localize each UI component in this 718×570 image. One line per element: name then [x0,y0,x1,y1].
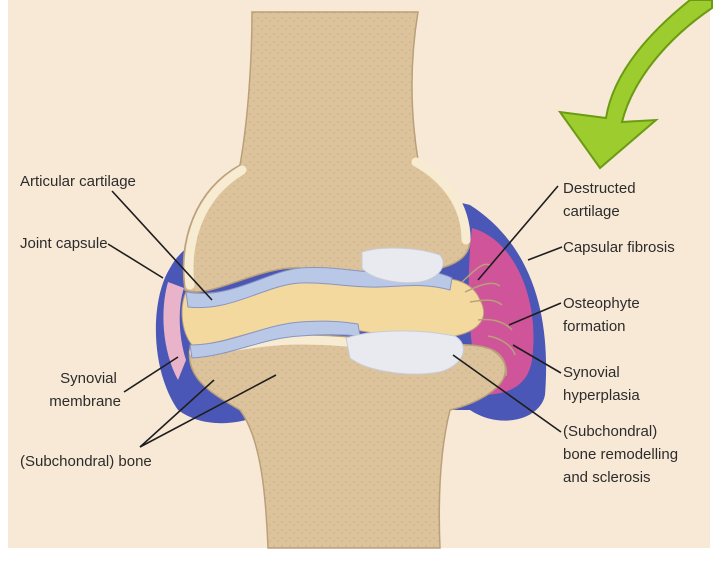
leader-synovial-hyperplasia [512,344,562,374]
leader-articular-cartilage [111,190,213,301]
label-osteophyte-formation: Osteophyte formation [563,295,644,335]
label-synovial-membrane-line-2: membrane [49,393,121,410]
leader-osteophyte-formation [508,302,562,326]
label-bone-remodelling-line-3: and sclerosis [563,469,651,486]
leader-joint-capsule [107,243,164,279]
leader-synovial-membrane [123,356,179,393]
sclerosis-upper [361,247,444,284]
label-bone-remodelling-line-2: bone remodelling [563,446,678,463]
sclerosis-lower [345,330,464,375]
osteophyte-fringe [461,263,516,377]
synovial-membrane-shape [163,282,186,380]
label-osteophyte-formation-line-2: formation [563,318,626,335]
leader-destructed-cartilage [477,185,559,281]
label-synovial-hyperplasia: Synovial hyperplasia [563,364,640,404]
green-arrow [557,0,713,170]
label-capsular-fibrosis: Capsular fibrosis [563,239,675,256]
label-synovial-membrane-line-1: Synovial [60,370,117,387]
leader-subchondral-bone-2 [139,374,277,448]
leader-capsular-fibrosis [527,246,563,261]
leader-subchondral-bone-1 [139,379,215,448]
label-bone-remodelling-line-1: (Subchondral) [563,423,657,440]
label-destructed-cartilage: Destructed cartilage [563,180,640,220]
label-osteophyte-formation-line-1: Osteophyte [563,295,640,312]
upper-bone-rim [184,157,471,290]
leader-bone-remodelling [452,354,562,433]
label-synovial-hyperplasia-line-1: Synovial [563,364,620,381]
leader-lines [107,185,563,448]
label-bone-remodelling: (Subchondral) bone remodelling and scler… [563,423,682,486]
label-subchondral-bone: (Subchondral) bone [20,453,152,470]
label-articular-cartilage: Articular cartilage [20,173,136,190]
label-joint-capsule: Joint capsule [20,235,108,252]
label-destructed-cartilage-line-1: Destructed [563,180,636,197]
label-synovial-membrane: Synovial membrane [49,370,121,410]
label-destructed-cartilage-line-2: cartilage [563,203,620,220]
label-synovial-hyperplasia-line-2: hyperplasia [563,387,640,404]
